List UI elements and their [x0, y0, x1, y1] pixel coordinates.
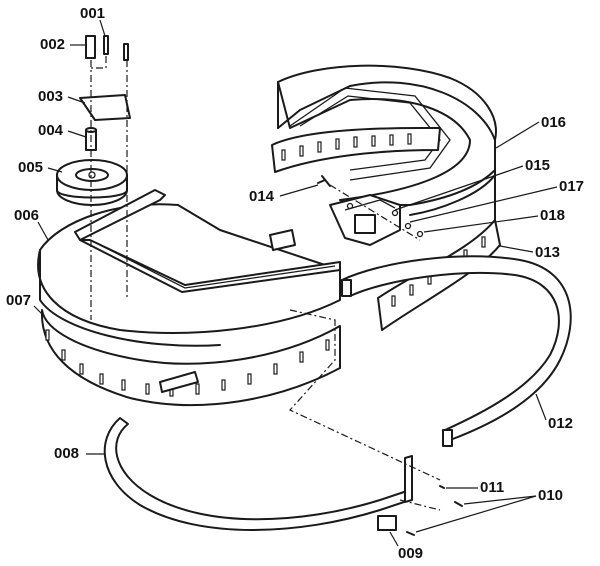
label-015: 015 [525, 157, 550, 174]
label-002: 002 [40, 36, 65, 53]
label-007: 007 [6, 292, 31, 309]
label-017: 017 [559, 178, 584, 195]
label-011: 011 [480, 479, 504, 496]
strip-slots [281, 133, 412, 161]
label-013: 013 [535, 244, 560, 261]
label-014: 014 [249, 188, 275, 205]
label-012: 012 [548, 415, 573, 432]
label-016: 016 [541, 114, 566, 131]
label-001: 001 [80, 5, 105, 22]
left-strip-slots [45, 329, 330, 397]
label-008: 008 [54, 445, 79, 462]
left-big-strip [40, 309, 341, 407]
main-tray [37, 189, 341, 347]
label-006: 006 [14, 207, 39, 224]
bottom-loop-strip [103, 417, 413, 531]
label-010: 010 [538, 487, 563, 504]
label-018: 018 [540, 207, 565, 224]
right-loop-strip [341, 255, 572, 447]
callouts: 001 002 003 004 005 006 007 008 009 010 … [6, 5, 584, 562]
bracket-assembly [317, 175, 424, 246]
label-005: 005 [18, 159, 43, 176]
label-003: 003 [38, 88, 63, 105]
upper-right-strip [271, 127, 441, 173]
assembly-dash-lines [289, 309, 463, 536]
label-004: 004 [38, 122, 64, 139]
pulley-assembly [56, 35, 131, 320]
label-009: 009 [398, 545, 423, 562]
